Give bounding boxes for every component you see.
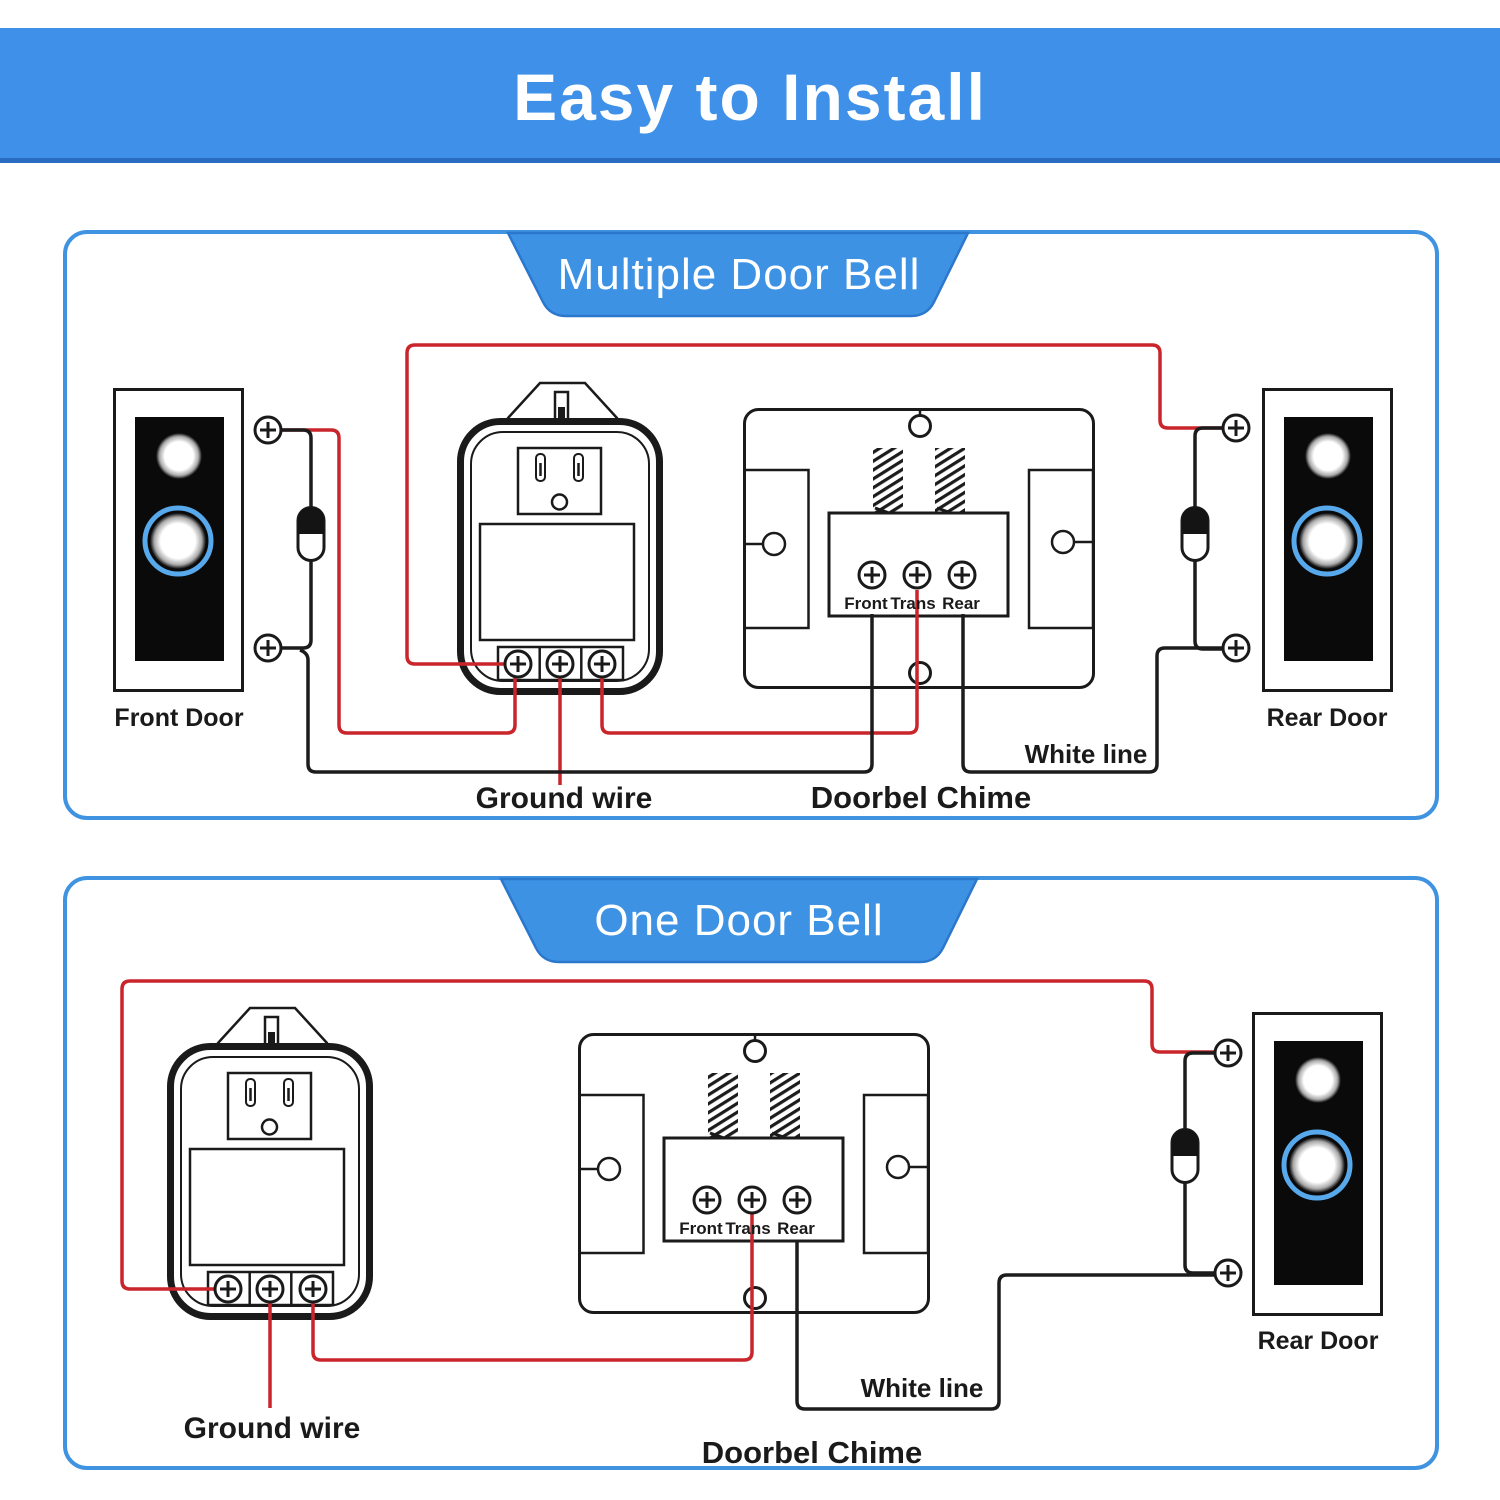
panel1-badge [505,231,971,318]
chime-rear-label-p1: Rear [942,594,980,613]
doorbell-chime-label-p2: Doorbel Chime [702,1435,922,1470]
black-wire-front-door-to-chime-front [299,614,874,774]
white-line-wire-p2 [795,1240,1222,1411]
chime-trans-label-p1: Trans [890,594,935,613]
chime-front-label-p1: Front [844,594,888,613]
red-wire-front-door-to-transformer [272,428,517,735]
transformer-terminal-3-p2 [298,1274,328,1304]
transformer-terminal-3-p1 [587,649,617,679]
rear-door-doorbell-p2 [1254,1014,1382,1315]
chime-rear-terminal-p2 [782,1185,812,1215]
header-band-edge [0,158,1500,163]
red-wire-transformer-to-chime-trans-p2 [311,1212,754,1362]
transformer-terminal-2-p2 [255,1274,285,1304]
white-line-label-p1: White line [1025,739,1148,769]
chime-trans-terminal-p2 [737,1185,767,1215]
transformer-terminal-2-p1 [545,649,575,679]
rear-door-bottom-terminal-p2 [1213,1258,1243,1288]
white-line-wire-p1 [961,614,1230,774]
transformer-terminal-1-p2 [213,1274,243,1304]
transformer-p1 [461,383,660,692]
chime-rear-label-p2: Rear [777,1219,815,1238]
chime-p2 [578,1033,930,1314]
panel-one-door-bell: One Door Bell Front Trans Rear Rear Door… [63,876,1439,1470]
header: Easy to Install [0,28,1500,163]
header-band [0,28,1500,162]
red-wire-transformer-to-chime-trans [600,590,919,735]
rear-door-label-p2: Rear Door [1258,1327,1379,1355]
panel2-badge-title: One Door Bell [594,896,883,945]
rear-door-bottom-terminal-p1 [1221,633,1251,663]
ground-wire-label-p2: Ground wire [184,1412,361,1445]
chime-p1 [743,408,1095,689]
red-wire-transformer-to-rear-door [405,343,1230,666]
front-door-label: Front Door [114,704,243,732]
chime-trans-terminal-p1 [902,560,932,590]
rear-door-top-terminal-p1 [1221,413,1251,443]
chime-front-terminal-p2 [692,1185,722,1215]
transformer-p2 [171,1008,370,1317]
front-door-top-terminal [253,415,283,445]
doorbell-chime-label-p1: Doorbel Chime [811,780,1031,815]
front-door-bottom-terminal [253,633,283,663]
rear-door-top-terminal-p2 [1213,1038,1243,1068]
rear-door-label-p1: Rear Door [1267,704,1388,732]
panel-multiple-door-bell: Multiple Door Bell Front Trans Rear Fr [63,230,1439,820]
panel2-badge [498,877,980,964]
chime-trans-label-p2: Trans [725,1219,770,1238]
page-title: Easy to Install [513,60,987,134]
chime-rear-terminal-p1 [947,560,977,590]
transformer-terminal-1-p1 [503,649,533,679]
white-line-label-p2: White line [861,1373,984,1403]
chime-front-terminal-p1 [857,560,887,590]
front-door-doorbell [115,390,243,691]
rear-door-wire-connector-p1 [1180,506,1210,562]
rear-door-doorbell-p1 [1264,390,1392,691]
rear-door-wire-connector-p2 [1170,1128,1200,1184]
chime-front-label-p2: Front [679,1219,723,1238]
ground-wire-label-p1: Ground wire [476,782,653,815]
front-door-wire-connector [296,506,326,562]
panel1-badge-title: Multiple Door Bell [558,250,921,299]
red-wire-transformer-to-rear-door-p2 [120,979,1222,1291]
